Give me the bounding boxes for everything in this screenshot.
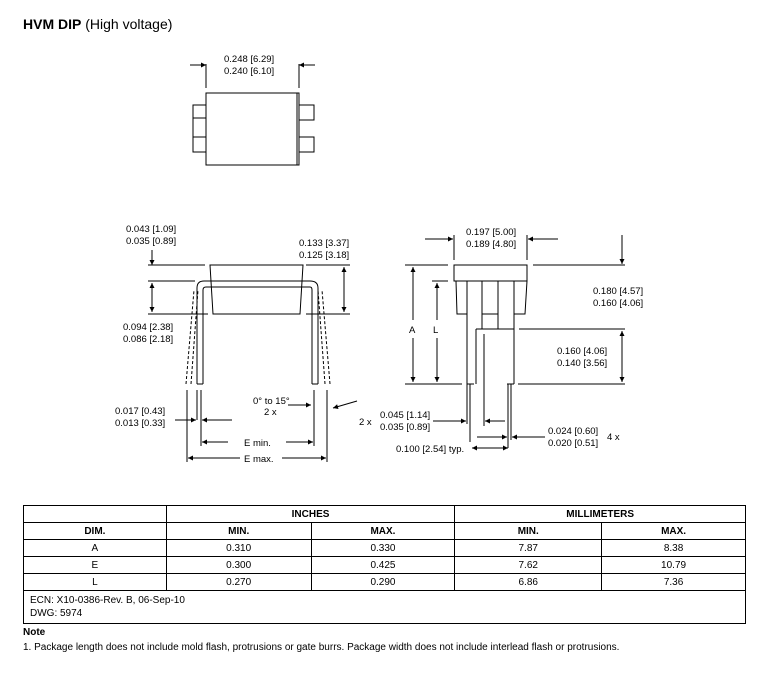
col-header: MAX.: [601, 522, 746, 540]
e-min-label: E min.: [244, 438, 271, 449]
lead-angle: 0° to 15°: [253, 396, 290, 407]
table-cell: 7.62: [454, 556, 603, 574]
shoulder-width-min: 0.035 [0.89]: [380, 422, 430, 433]
table-cell: 0.270: [165, 573, 312, 591]
table-cell: L: [23, 573, 167, 591]
shoulder-width-max: 0.045 [1.14]: [380, 410, 430, 421]
pin-pitch: 0.100 [2.54] typ.: [396, 444, 464, 455]
title-bold: HVM DIP: [23, 16, 82, 32]
col-header: MIN.: [165, 522, 312, 540]
table-cell: 7.87: [454, 539, 603, 557]
col-header: MAX.: [310, 522, 456, 540]
lead-length-min: 0.140 [3.56]: [557, 358, 607, 369]
table-cell: 6.86: [454, 573, 603, 591]
dim-a-label: A: [409, 325, 416, 336]
e-max-label: E max.: [244, 454, 274, 465]
body-height-min: 0.125 [3.18]: [299, 250, 349, 261]
top-width-max: 0.248 [6.29]: [224, 54, 274, 65]
title-subtitle: (High voltage): [85, 16, 173, 32]
shoulder-count: 2 x: [359, 417, 372, 428]
col-header: DIM.: [23, 522, 167, 540]
pin-width-max: 0.024 [0.60]: [548, 426, 598, 437]
angle-count: 2 x: [264, 407, 277, 418]
lead-thickness-max: 0.043 [1.09]: [126, 224, 176, 235]
lead-length-max: 0.160 [4.06]: [557, 346, 607, 357]
pin-count: 4 x: [607, 432, 620, 443]
millimeters-header: MILLIMETERS: [454, 505, 746, 523]
table-cell: 8.38: [601, 539, 746, 557]
table-cell: 7.36: [601, 573, 746, 591]
table-cell: 0.330: [310, 539, 456, 557]
side-view: 0.043 [1.09] 0.035 [0.89] 0.133 [3.37] 0…: [115, 224, 372, 465]
lead-thickness-min: 0.035 [0.89]: [126, 236, 176, 247]
ecn-text: ECN: X10-0386-Rev. B, 06-Sep-10: [30, 595, 185, 606]
table-cell: A: [23, 539, 167, 557]
lead-width-min: 0.013 [0.33]: [115, 418, 165, 429]
col-header: MIN.: [454, 522, 603, 540]
end-height-max: 0.180 [4.57]: [593, 286, 643, 297]
note-text: 1. Package length does not include mold …: [23, 642, 620, 653]
table-cell: 0.300: [165, 556, 312, 574]
end-width-max: 0.197 [5.00]: [466, 227, 516, 238]
note-section: Note 1. Package length does not include …: [23, 627, 619, 657]
table-cell: 0.310: [165, 539, 312, 557]
table-cell: 10.79: [601, 556, 746, 574]
package-drawing: 0.248 [6.29] 0.240 [6.10] 0.043 [1.09] 0…: [115, 54, 643, 465]
package-title: HVM DIP (High voltage): [23, 16, 172, 32]
standoff-min: 0.086 [2.18]: [123, 334, 173, 345]
body-height-max: 0.133 [3.37]: [299, 238, 349, 249]
empty-header: [23, 505, 167, 523]
top-view: 0.248 [6.29] 0.240 [6.10]: [190, 54, 315, 166]
end-view: 0.197 [5.00] 0.189 [4.80] 0.180 [4.57] 0…: [380, 227, 643, 455]
top-width-min: 0.240 [6.10]: [224, 66, 274, 77]
table-cell: E: [23, 556, 167, 574]
end-height-min: 0.160 [4.06]: [593, 298, 643, 309]
standoff-max: 0.094 [2.38]: [123, 322, 173, 333]
dim-l-label: L: [433, 325, 438, 336]
end-width-min: 0.189 [4.80]: [466, 239, 516, 250]
table-cell: 0.425: [310, 556, 456, 574]
dwg-text: DWG: 5974: [30, 608, 83, 619]
pin-width-min: 0.020 [0.51]: [548, 438, 598, 449]
dimensions-table: INCHES MILLIMETERS DIM. MIN. MAX. MIN. M…: [23, 505, 746, 624]
table-cell: 0.290: [310, 573, 456, 591]
lead-width-max: 0.017 [0.43]: [115, 406, 165, 417]
inches-header: INCHES: [165, 505, 456, 523]
note-heading: Note: [23, 627, 46, 638]
